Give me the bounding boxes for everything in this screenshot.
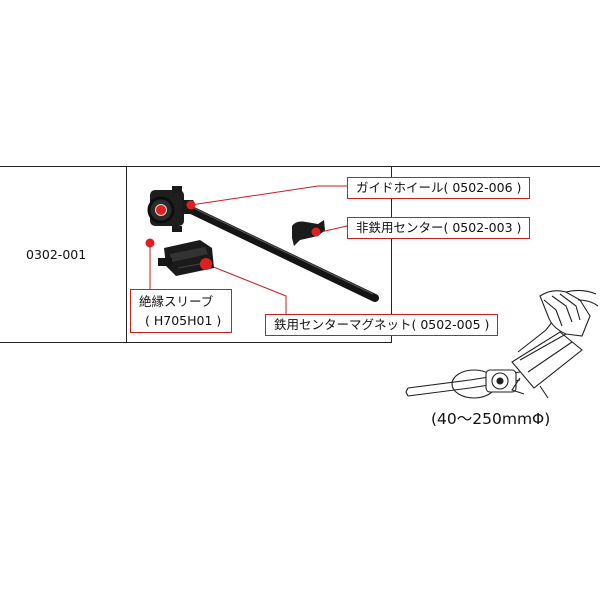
size-range-label: (40～250mmΦ) — [431, 410, 551, 428]
tool-rod — [181, 203, 379, 302]
callout-non-ferrous-center: 非鉄用センター( 0502-003 ) — [347, 217, 531, 239]
leader-ferrous-magnet — [205, 263, 287, 320]
leader-lines — [149, 185, 348, 320]
table-top-rule — [0, 166, 600, 167]
red-markers — [145, 200, 321, 270]
insulation-sleeve-code: ( H705H01 ) — [145, 313, 222, 328]
callout-insulation-sleeve: 絶縁スリーブ ( H705H01 ) — [130, 289, 233, 333]
callout-ferrous-magnet: 鉄用センターマグネット( 0502-005 ) — [265, 314, 499, 336]
table-divider-left — [126, 166, 127, 342]
table-bottom-rule — [0, 342, 392, 343]
leader-guide-wheel — [190, 185, 347, 206]
tool-rod-highlight — [184, 203, 374, 295]
part-code: 0302-001 — [26, 247, 87, 262]
callout-guide-wheel: ガイドホイール( 0502-006 ) — [347, 177, 531, 199]
table-divider-right — [391, 166, 392, 343]
insulation-sleeve-name: 絶縁スリーブ — [139, 294, 214, 309]
non-ferrous-center-part — [292, 220, 325, 246]
